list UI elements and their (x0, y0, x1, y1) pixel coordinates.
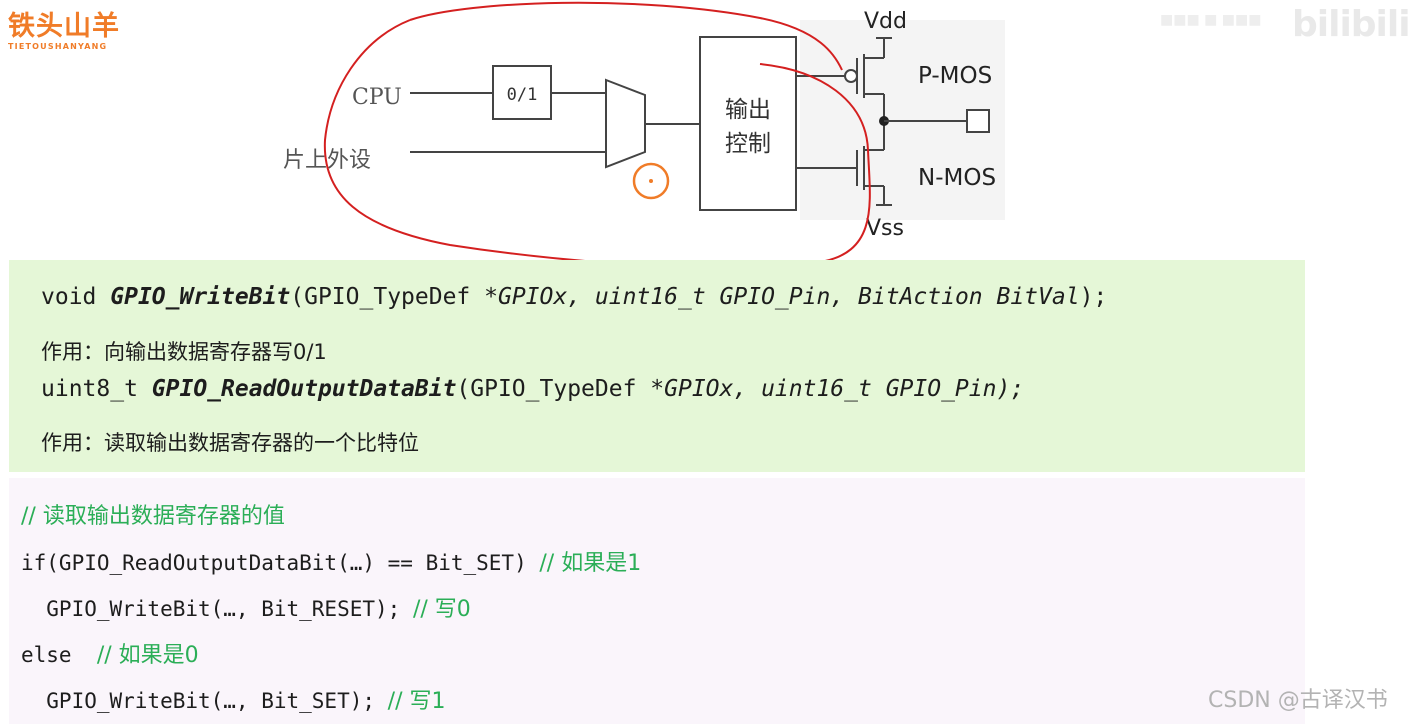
code-line-5: GPIO_WriteBit(…, Bit_SET); // 写1 (21, 689, 446, 714)
write-bit-signature: void GPIO_WriteBit(GPIO_TypeDef *GPIOx, … (41, 284, 1108, 310)
output-control-box (699, 36, 797, 211)
latch-label: 0/1 (507, 85, 538, 105)
logo-subtext: TIETOUSHANYANG (8, 42, 108, 51)
vdd-label: Vdd (864, 9, 907, 34)
pmos-label: P-MOS (918, 63, 992, 89)
red-annotation-loop (323, 19, 871, 260)
code-example-box: // 读取输出数据寄存器的值 if(GPIO_ReadOutputDataBit… (9, 478, 1305, 724)
nmos-label: N-MOS (918, 165, 996, 191)
bilibili-watermark: bilibili (1292, 4, 1411, 45)
mouse-cursor-dot (649, 179, 653, 183)
code-line-4: else // 如果是0 (21, 643, 199, 668)
pmos-gate-bubble (844, 69, 858, 83)
output-control-label-2: 控制 (725, 131, 771, 157)
logo-text: 铁头山羊 (8, 11, 120, 42)
write-bit-function-name: GPIO_WriteBit (110, 284, 291, 310)
gpio-output-circuit-diagram: CPU 片上外设 0/1 输出 控制 Vdd P-MOS N-MOS Vss (283, 1, 1005, 260)
write-bit-description: 作用：向输出数据寄存器写0/1 (41, 340, 327, 364)
read-output-bit-description: 作用：读取输出数据寄存器的一个比特位 (41, 431, 419, 455)
latch-box (492, 65, 552, 120)
io-pin-square (966, 109, 990, 133)
vss-label: Vss (866, 216, 904, 241)
red-annotation-top (409, 1, 843, 71)
mouse-cursor-indicator (632, 162, 670, 200)
watermark-faint: ■■■ ■ ■■■ (1160, 12, 1262, 28)
code-line-2: if(GPIO_ReadOutputDataBit(…) == Bit_SET)… (21, 551, 642, 576)
code-line-3: GPIO_WriteBit(…, Bit_RESET); // 写0 (21, 597, 471, 622)
mux-symbol (605, 78, 646, 169)
read-output-bit-signature: uint8_t GPIO_ReadOutputDataBit(GPIO_Type… (41, 376, 1025, 402)
code-line-1: // 读取输出数据寄存器的值 (21, 504, 285, 529)
read-output-bit-function-name: GPIO_ReadOutputDataBit (151, 376, 457, 402)
cpu-label: CPU (352, 85, 402, 110)
channel-logo: 铁头山羊 TIETOUSHANYANG (8, 12, 120, 52)
output-control-label-1: 输出 (725, 97, 771, 123)
function-description-box: void GPIO_WriteBit(GPIO_TypeDef *GPIOx, … (9, 260, 1305, 472)
csdn-watermark: CSDN @古译汉书 (1208, 688, 1388, 713)
